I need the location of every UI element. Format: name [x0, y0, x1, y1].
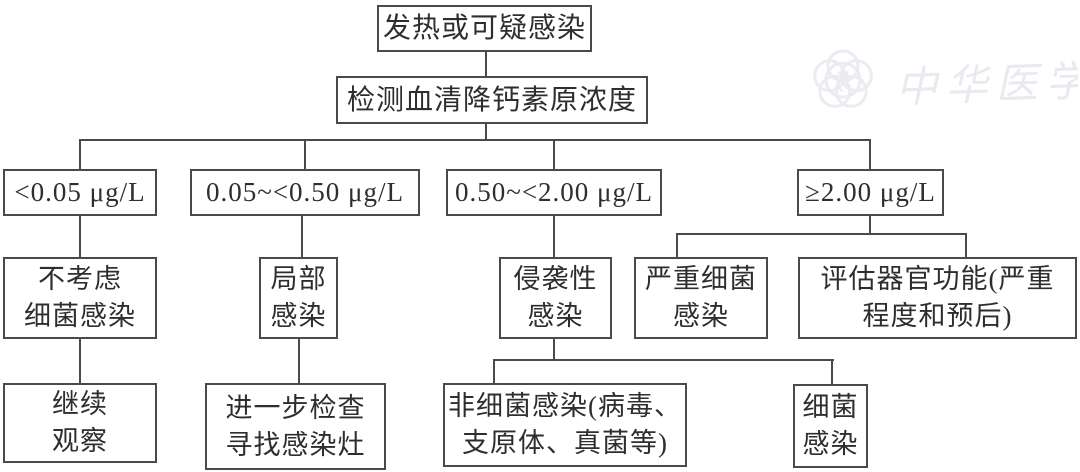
node-test-serum-pct: 检测血清降钙素原浓度: [336, 76, 648, 124]
cma-watermark-text: 中华医学会: [895, 57, 1078, 112]
connector-drop-assess: [965, 233, 967, 257]
connector-drop-severe: [676, 233, 678, 257]
node-non-bacterial-infection: 非细菌感染(病毒、 支原体、真菌等): [443, 383, 687, 467]
connector-drop-range3: [553, 139, 555, 169]
node-assess-organ-function: 评估器官功能(严重 程度和预后): [798, 257, 1077, 339]
connector-nobact-down: [79, 339, 81, 383]
connector-range2-down: [301, 216, 303, 257]
connector-drop-bact: [831, 359, 833, 384]
node-range-lt-0-05: <0.05 μg/L: [3, 169, 157, 216]
connector-drop-range2: [304, 139, 306, 169]
connector-local-down: [298, 339, 300, 383]
connector-range4-stem: [869, 216, 871, 233]
node-range-ge-2-00: ≥2.00 μg/L: [797, 169, 944, 216]
connector-drop-range4: [869, 139, 871, 169]
node-range-0-50-to-2-00: 0.50~<2.00 μg/L: [446, 169, 662, 216]
connector-range3-down: [553, 216, 555, 257]
connector-test-stem: [485, 124, 487, 139]
node-severe-bacterial-infection: 严重细菌 感染: [634, 257, 768, 339]
connector-drop-range1: [79, 139, 81, 169]
node-continue-observation: 继续 观察: [3, 383, 157, 463]
node-fever-or-suspected-infection: 发热或可疑感染: [377, 5, 592, 52]
node-local-infection: 局部 感染: [259, 257, 338, 339]
node-range-0-05-to-0-50: 0.05~<0.50 μg/L: [190, 169, 420, 216]
connector-range4-bar: [676, 233, 967, 235]
node-bacterial-infection: 细菌 感染: [793, 384, 868, 468]
node-no-bacterial-infection: 不考虑 细菌感染: [3, 257, 157, 339]
connector-fever-to-test: [485, 52, 487, 76]
connector-range1-down: [79, 216, 81, 257]
node-invasive-infection: 侵袭性 感染: [499, 257, 612, 339]
cma-emblem-icon: [813, 49, 873, 108]
connector-branch-bar: [79, 139, 871, 141]
connector-invasive-stem: [553, 339, 555, 359]
node-further-examination: 进一步检查 寻找感染灶: [205, 383, 386, 470]
connector-invasive-bar: [493, 359, 834, 361]
connector-drop-nonbact: [493, 359, 495, 383]
cma-watermark: 中华医学会: [813, 49, 1078, 112]
